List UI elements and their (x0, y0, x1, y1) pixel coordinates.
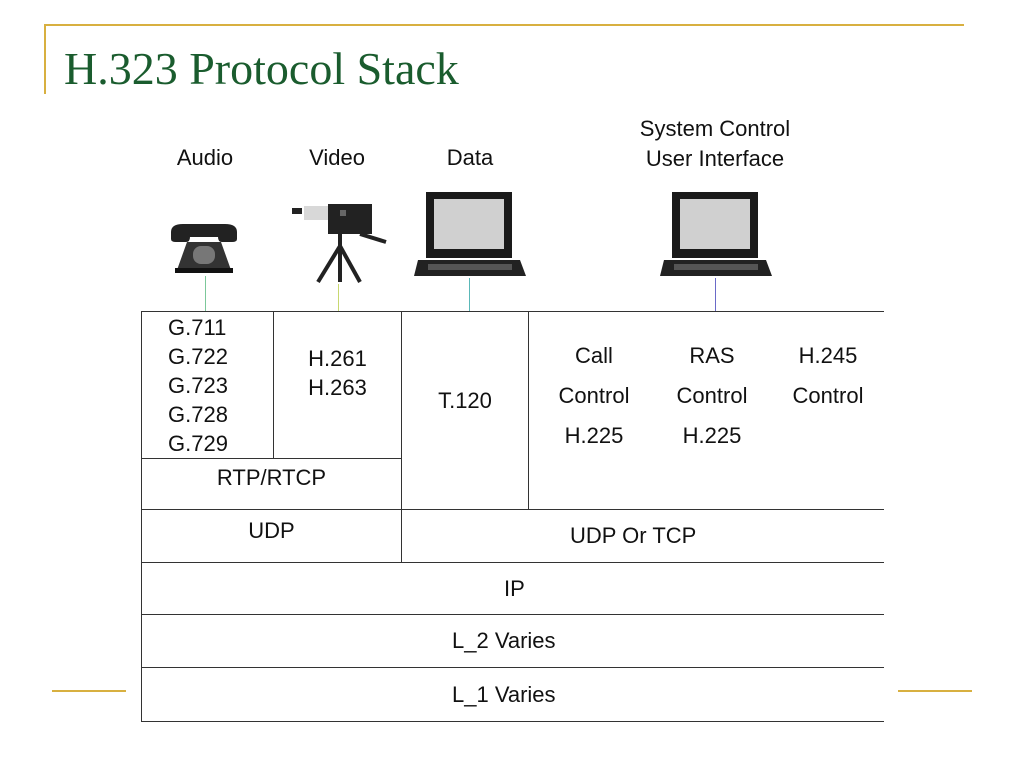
ip-cell: IP (141, 562, 884, 615)
system-control-label-line1: System Control (639, 116, 791, 141)
codec-h261: H.261 (308, 346, 367, 371)
data-connector-line (469, 278, 470, 312)
ip-label: IP (504, 575, 525, 601)
rtp-rtcp-label: RTP/RTCP (216, 465, 327, 490)
call-control-line1: Call (575, 343, 613, 368)
footer-accent-right-line (898, 690, 972, 692)
t120-cell: T.120 (401, 311, 529, 510)
system-computer-icon (660, 192, 772, 276)
data-computer-icon (414, 192, 526, 276)
title-accent-left-line (44, 24, 46, 94)
audio-codecs-cell: G.711 G.722 G.723 G.728 G.729 (141, 311, 274, 459)
video-connector-line (338, 284, 339, 312)
h245-control-line2: Control (792, 383, 864, 408)
slide-title: H.323 Protocol Stack (64, 43, 459, 94)
telephone-icon (171, 224, 237, 273)
audio-label: Audio (176, 145, 234, 170)
title-accent-top-line (44, 24, 964, 26)
h245-control-line1: H.245 (798, 343, 858, 368)
video-camera-icon (292, 204, 387, 284)
l2-cell: L_2 Varies (141, 614, 884, 668)
l1-cell: L_1 Varies (141, 667, 884, 722)
ras-control-line3: H.225 (682, 423, 742, 448)
ras-control-line2: Control (676, 383, 748, 408)
t120-label: T.120 (438, 388, 492, 413)
h245-control-label: H.245 Control (774, 336, 882, 416)
udp-cell: UDP (141, 509, 402, 563)
call-control-line3: H.225 (564, 423, 624, 448)
control-cell (528, 311, 884, 510)
l2-label: L_2 Varies (452, 628, 556, 653)
l1-label: L_1 Varies (452, 681, 556, 707)
call-control-line2: Control (558, 383, 630, 408)
system-connector-line (715, 278, 716, 312)
ras-control-label: RAS Control H.225 (658, 336, 766, 456)
codec-g711: G.711 (168, 314, 227, 340)
codec-g728: G.728 (168, 401, 228, 427)
data-label: Data (446, 145, 494, 170)
audio-connector-line (205, 276, 206, 312)
video-label: Video (309, 145, 365, 170)
footer-accent-left-line (52, 690, 126, 692)
codec-g723: G.723 (168, 372, 228, 398)
udp-or-tcp-label: UDP Or TCP (570, 523, 697, 548)
codec-h263: H.263 (308, 375, 367, 400)
udp-label: UDP (248, 518, 295, 543)
system-control-label-line2: User Interface (645, 146, 785, 171)
rtp-rtcp-cell: RTP/RTCP (141, 458, 402, 510)
video-codecs-cell: H.261 H.263 (273, 311, 402, 459)
codec-g729: G.729 (168, 430, 228, 456)
udp-or-tcp-cell: UDP Or TCP (401, 509, 884, 563)
codec-g722: G.722 (168, 343, 228, 369)
call-control-label: Call Control H.225 (540, 336, 648, 456)
system-control-label: System Control User Interface (600, 114, 830, 174)
ras-control-line1: RAS (689, 343, 735, 368)
